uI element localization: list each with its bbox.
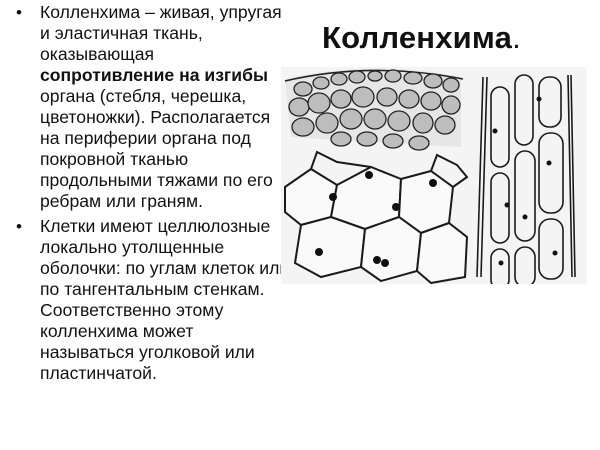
bullet-dot-icon: •: [16, 3, 22, 22]
cross-section-panel: [284, 68, 464, 151]
longitudinal-nuclei: [492, 96, 558, 266]
bullet-text: органа (стебля, черешка, цветоножки). Ра…: [40, 86, 273, 211]
slide-title-period: .: [512, 20, 521, 55]
bullet-text: Клетки имеют целлюлозные локально утолще…: [40, 216, 290, 383]
bullet-dot-icon: •: [16, 217, 22, 236]
bullet-text: Колленхима – живая, упругая и эластичная…: [40, 2, 282, 64]
bullet-item: • Клетки имеют целлюлозные локально утол…: [12, 216, 292, 384]
enlarged-cells-panel: [284, 150, 469, 284]
bullet-item: • Колленхима – живая, упругая и эластичн…: [12, 2, 292, 212]
cell-nuclei: [315, 171, 437, 267]
bullet-text-bold: сопротивление на изгибы: [40, 65, 268, 85]
longitudinal-section-panel: [476, 74, 576, 284]
bullet-list: • Колленхима – живая, упругая и эластичн…: [12, 2, 292, 388]
collenchyma-figure: [281, 67, 587, 284]
collenchyma-drawing: [281, 67, 587, 284]
slide-title-text: Колленхима: [322, 20, 513, 55]
slide-title: Колленхима.: [322, 20, 521, 56]
